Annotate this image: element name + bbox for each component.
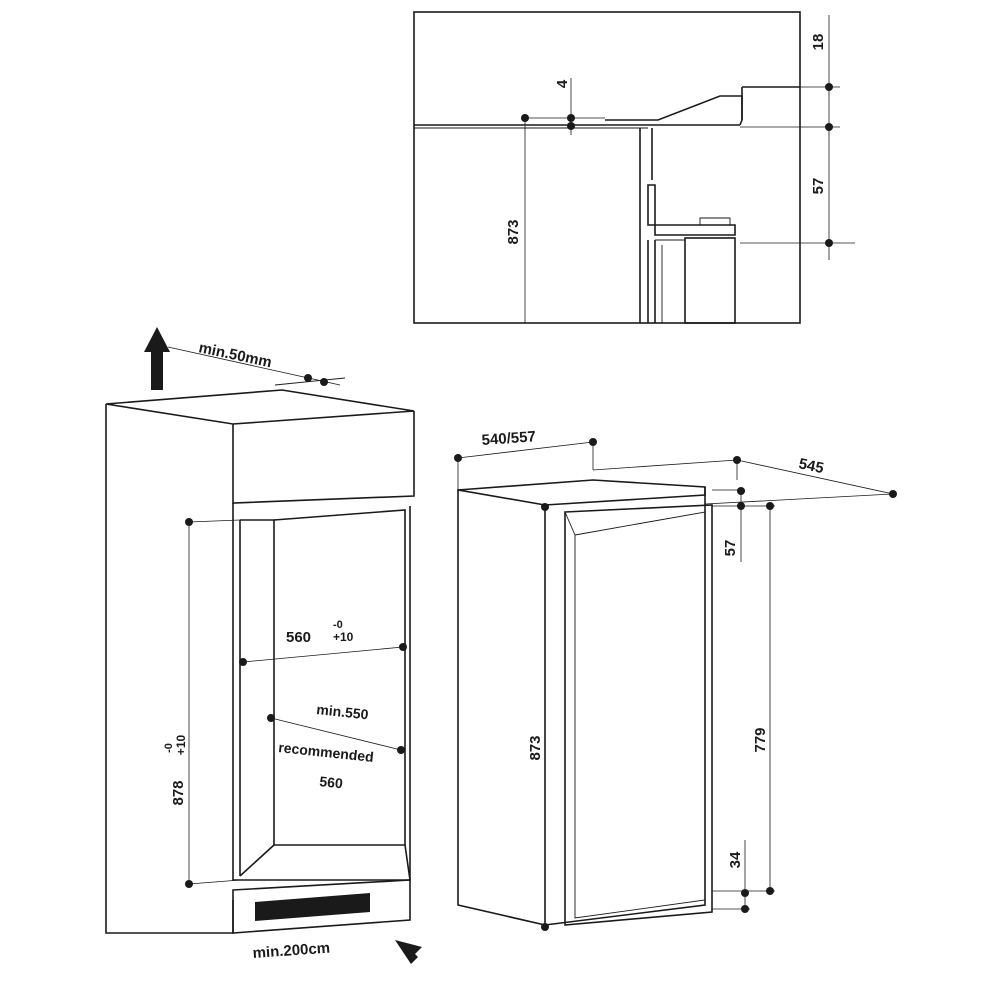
niche-depth-rec-line1: recommended bbox=[278, 739, 375, 765]
detail-view: 873 4 18 57 bbox=[413, 11, 855, 324]
airflow-up-arrow-icon bbox=[144, 327, 170, 390]
niche-width-label: 560 bbox=[286, 629, 311, 646]
appliance-height-label: 873 bbox=[527, 735, 544, 760]
appliance-view: 540/557 545 873 57 779 34 bbox=[454, 428, 897, 931]
plinth-vent-grille bbox=[255, 893, 370, 921]
appliance-depth-label: 545 bbox=[797, 455, 825, 477]
niche-height-tol-plus: +10 bbox=[174, 734, 188, 755]
appliance-bottom-gap-label: 34 bbox=[727, 851, 744, 868]
airflow-in-arrow-icon bbox=[395, 940, 442, 981]
detail-label-873: 873 bbox=[505, 219, 522, 244]
niche-view: min.50mm min.200cm 878 -0 +10 560 -0 +1 bbox=[105, 327, 442, 981]
niche-height-tol-minus: -0 bbox=[163, 743, 175, 753]
appliance-top-gap-label: 57 bbox=[722, 540, 739, 557]
niche-width-tol-minus: -0 bbox=[333, 619, 343, 631]
hinge-bracket bbox=[605, 95, 743, 126]
niche-depth-min-label: min.550 bbox=[316, 701, 370, 722]
appliance-door bbox=[564, 504, 713, 926]
appliance-door-height-label: 779 bbox=[752, 727, 769, 752]
niche-width-tol-plus: +10 bbox=[333, 630, 354, 644]
niche-depth-rec-line2: 560 bbox=[319, 773, 344, 791]
niche-height-label: 878 bbox=[170, 780, 187, 805]
niche-vent-bottom-label: min.200cm bbox=[252, 940, 331, 962]
detail-label-57: 57 bbox=[810, 178, 827, 195]
detail-frame bbox=[413, 11, 801, 324]
detail-label-4: 4 bbox=[554, 79, 571, 88]
detail-label-18: 18 bbox=[810, 34, 827, 51]
niche-vent-top-label: min.50mm bbox=[197, 339, 273, 371]
appliance-width-label: 540/557 bbox=[481, 428, 536, 449]
